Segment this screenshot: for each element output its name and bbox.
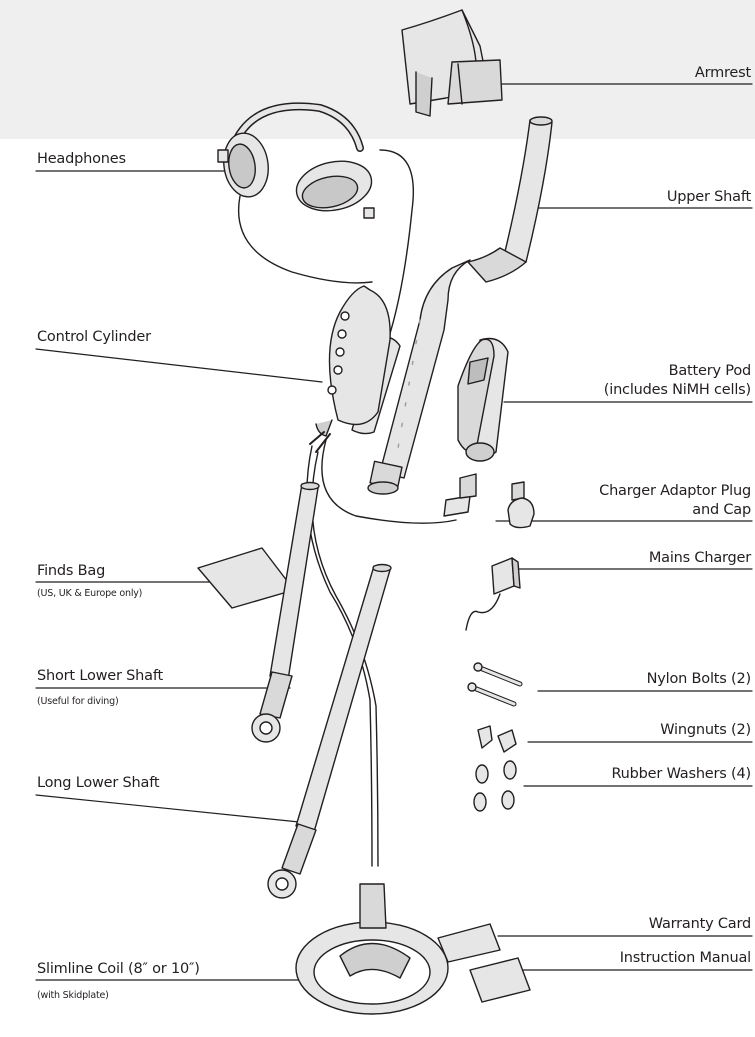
finds-bag-illustration xyxy=(198,548,294,608)
label-mains-charger: Mains Charger xyxy=(649,549,751,567)
label-control-cylinder: Control Cylinder xyxy=(37,328,151,346)
label-headphones: Headphones xyxy=(37,150,126,168)
label-rubber-washers: Rubber Washers (4) xyxy=(611,765,751,783)
label-warranty-card: Warranty Card xyxy=(649,915,751,933)
label-battery-pod-note: (includes NiMH cells) xyxy=(604,381,751,399)
rubber-washers-illustration xyxy=(474,761,516,811)
charger-adaptor-illustration xyxy=(444,474,534,528)
label-long-lower-shaft: Long Lower Shaft xyxy=(37,774,159,792)
label-charger-adaptor-cap: and Cap xyxy=(692,501,751,519)
label-short-lower-shaft-note: (Useful for diving) xyxy=(37,696,118,708)
battery-pod-illustration xyxy=(458,339,508,462)
label-battery-pod: Battery Pod xyxy=(669,362,751,380)
leader-long-lower-shaft xyxy=(36,795,309,823)
label-wingnuts: Wingnuts (2) xyxy=(660,721,751,739)
label-nylon-bolts: Nylon Bolts (2) xyxy=(647,670,751,688)
label-finds-bag: Finds Bag xyxy=(37,562,105,580)
warranty-card-illustration xyxy=(438,924,500,962)
instruction-manual-illustration xyxy=(470,958,530,1002)
label-armrest: Armrest xyxy=(695,64,751,82)
label-short-lower-shaft: Short Lower Shaft xyxy=(37,667,163,685)
wingnuts-illustration xyxy=(478,726,516,752)
leader-lines xyxy=(36,84,752,980)
mains-charger-illustration xyxy=(466,558,520,630)
label-slimline-coil: Slimline Coil (8″ or 10″) xyxy=(37,960,200,978)
slimline-coil-illustration xyxy=(296,884,448,1014)
label-upper-shaft: Upper Shaft xyxy=(667,188,751,206)
label-slimline-coil-note: (with Skidplate) xyxy=(37,990,109,1002)
label-instruction-manual: Instruction Manual xyxy=(620,949,751,967)
nylon-bolts-illustration xyxy=(468,663,520,704)
label-charger-adaptor: Charger Adaptor Plug xyxy=(599,482,751,500)
label-finds-bag-note: (US, UK & Europe only) xyxy=(37,588,142,600)
armrest-illustration xyxy=(402,10,502,116)
short-lower-shaft-illustration xyxy=(252,483,319,743)
leader-control-cylinder xyxy=(36,349,322,382)
